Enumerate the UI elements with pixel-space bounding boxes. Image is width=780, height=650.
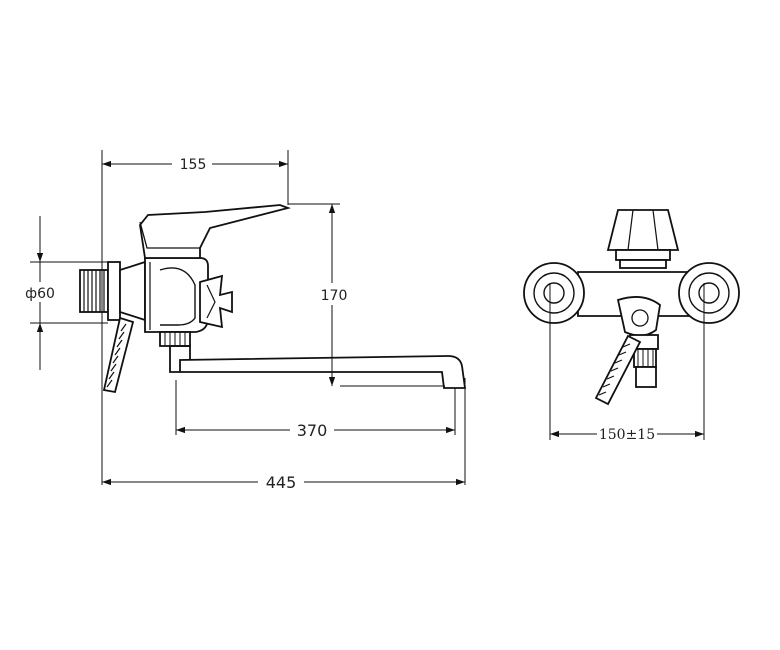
spout [169, 345, 467, 389]
lever-handle [139, 204, 291, 259]
dim-150-label: 150±15 [599, 427, 655, 443]
front-hose [594, 334, 642, 406]
wall-escutcheon [107, 261, 121, 321]
side-view [79, 204, 467, 394]
side-dimensions [30, 150, 466, 486]
dim-445-label: 445 [266, 473, 297, 492]
dim-170-label: 170 [321, 288, 348, 304]
mixer-body [119, 257, 209, 333]
front-spout [616, 296, 661, 388]
dim-155-label: 155 [180, 157, 207, 173]
front-view [523, 209, 740, 406]
diverter-knob [199, 274, 233, 329]
right-escutcheon [678, 262, 740, 324]
left-escutcheon [523, 262, 585, 324]
front-cartridge [606, 209, 680, 269]
shower-hose [102, 316, 135, 394]
dim-60-label: ф60 [25, 286, 55, 302]
dim-370-label: 370 [297, 421, 328, 440]
threaded-connector [79, 269, 109, 313]
